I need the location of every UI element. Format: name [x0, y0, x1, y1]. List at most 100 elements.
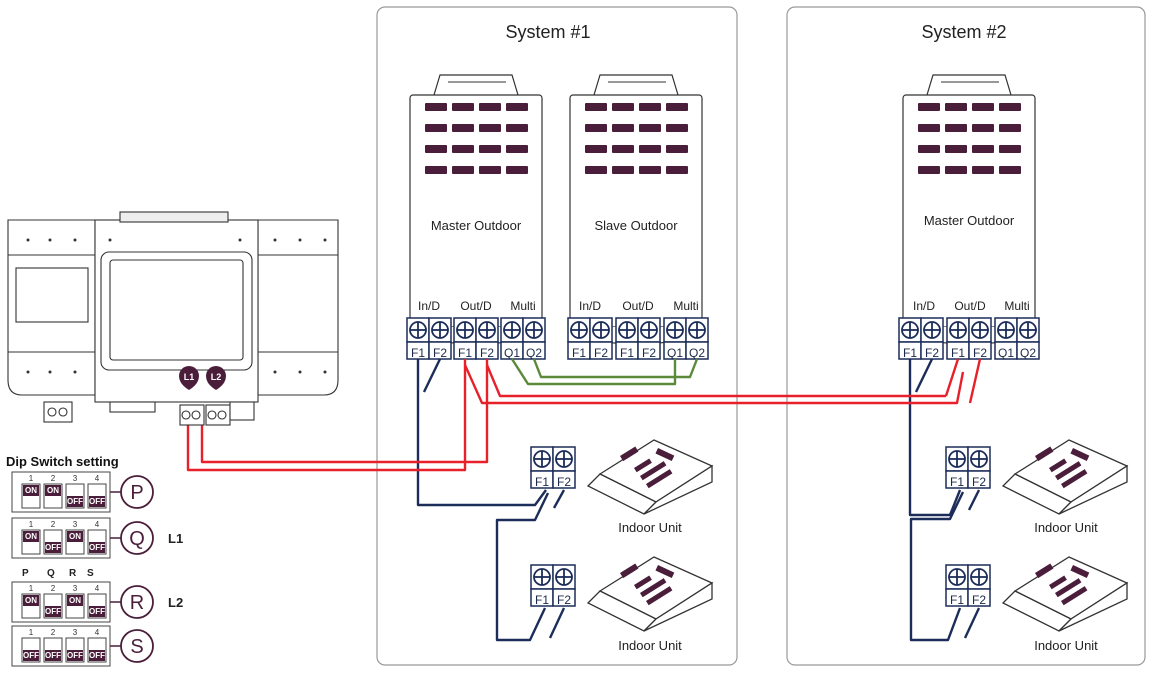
svg-text:Q2: Q2 [689, 346, 705, 360]
dip-state: OFF [67, 497, 83, 506]
dip-letter: S [130, 636, 143, 658]
svg-text:F1: F1 [950, 593, 964, 607]
dip-number: 4 [95, 584, 100, 593]
dip-number: 2 [51, 520, 56, 529]
svg-text:R: R [69, 568, 77, 579]
dip-switch-knob [45, 485, 61, 496]
dip-title: Dip Switch setting [6, 454, 119, 469]
svg-text:F2: F2 [973, 346, 987, 360]
dip-number: 3 [73, 474, 78, 483]
indoor-label: Indoor Unit [618, 638, 682, 653]
terminal-group-label: In/D [913, 299, 935, 313]
terminal-block-slave-1 [567, 317, 709, 360]
dip-switch-knob [67, 531, 83, 542]
dip-state: OFF [45, 543, 61, 552]
dip-number: 1 [29, 584, 34, 593]
indoor-label: Indoor Unit [1034, 638, 1098, 653]
terminal-group-label: Multi [510, 299, 535, 313]
indoor-unit-1b [587, 556, 713, 632]
dip-switch-knob [89, 650, 105, 661]
system-1-title: System #1 [505, 22, 590, 42]
dip-number: 4 [95, 520, 100, 529]
svg-text:F1: F1 [535, 593, 549, 607]
dip-switch-knob [89, 496, 105, 507]
svg-text:F1: F1 [950, 475, 964, 489]
outdoor-label: Master Outdoor [924, 213, 1015, 228]
svg-text:F2: F2 [972, 475, 986, 489]
svg-text:F2: F2 [480, 346, 494, 360]
system-2-title: System #2 [921, 22, 1006, 42]
dip-letter: P [130, 482, 143, 504]
terminal-group-label: Multi [673, 299, 698, 313]
terminal-group-label: In/D [579, 299, 601, 313]
svg-text:L1: L1 [184, 372, 195, 382]
dip-state: OFF [89, 497, 105, 506]
svg-text:F1: F1 [903, 346, 917, 360]
dip-switch-knob [23, 485, 39, 496]
svg-text:Q1: Q1 [504, 346, 520, 360]
port-l2: L2 [206, 366, 226, 390]
dip-number: 1 [29, 474, 34, 483]
svg-text:F2: F2 [433, 346, 447, 360]
terminal-group-label: Out/D [954, 299, 986, 313]
dip-legend: P Q R S [22, 568, 94, 579]
dip-state: ON [47, 486, 59, 495]
dip-switch-knob [23, 595, 39, 606]
dip-switch-knob [67, 496, 83, 507]
terminal-group-label: Out/D [460, 299, 492, 313]
dip-number: 3 [73, 584, 78, 593]
dip-switch-knob [67, 650, 83, 661]
dip-state: ON [25, 486, 37, 495]
terminal-block-master-1 [406, 317, 546, 360]
outdoor-label: Master Outdoor [431, 218, 522, 233]
wires [186, 358, 982, 642]
dip-line-label: L1 [168, 531, 183, 546]
port-l1: L1 [179, 366, 199, 390]
dip-state: OFF [45, 607, 61, 616]
system-2-box [786, 6, 1146, 666]
dip-letter: R [130, 592, 144, 614]
dip-number: 2 [51, 474, 56, 483]
svg-text:Q2: Q2 [1020, 346, 1036, 360]
dip-switch-knob [45, 606, 61, 617]
dip-letter: Q [129, 528, 145, 550]
svg-text:P: P [22, 568, 29, 579]
terminal-group-label: Multi [1004, 299, 1029, 313]
svg-text:L2: L2 [211, 372, 222, 382]
svg-text:F2: F2 [642, 346, 656, 360]
indoor-label: Indoor Unit [1034, 520, 1098, 535]
dip-state: OFF [89, 651, 105, 660]
svg-text:F1: F1 [951, 346, 965, 360]
svg-text:F1: F1 [620, 346, 634, 360]
dip-switch-knob [45, 650, 61, 661]
terminal-group-label: Out/D [622, 299, 654, 313]
dip-switch-knob [23, 531, 39, 542]
indoor-label: Indoor Unit [618, 520, 682, 535]
svg-text:Q1: Q1 [667, 346, 683, 360]
svg-text:F1: F1 [535, 475, 549, 489]
dip-line-label: L2 [168, 595, 183, 610]
svg-text:F1: F1 [411, 346, 425, 360]
dip-number: 2 [51, 628, 56, 637]
dip-state: OFF [89, 543, 105, 552]
dip-state: OFF [67, 651, 83, 660]
dip-state: OFF [45, 651, 61, 660]
dip-state: ON [25, 596, 37, 605]
dip-number: 3 [73, 628, 78, 637]
dip-number: 4 [95, 628, 100, 637]
dip-state: ON [25, 532, 37, 541]
svg-text:F1: F1 [572, 346, 586, 360]
outdoor-label: Slave Outdoor [594, 218, 678, 233]
dip-switch-knob [89, 606, 105, 617]
dip-state: OFF [23, 651, 39, 660]
dip-state: ON [69, 596, 81, 605]
svg-text:Q2: Q2 [526, 346, 542, 360]
svg-text:Q: Q [47, 568, 55, 579]
dip-switch-knob [23, 650, 39, 661]
svg-text:F2: F2 [594, 346, 608, 360]
svg-text:F2: F2 [557, 593, 571, 607]
